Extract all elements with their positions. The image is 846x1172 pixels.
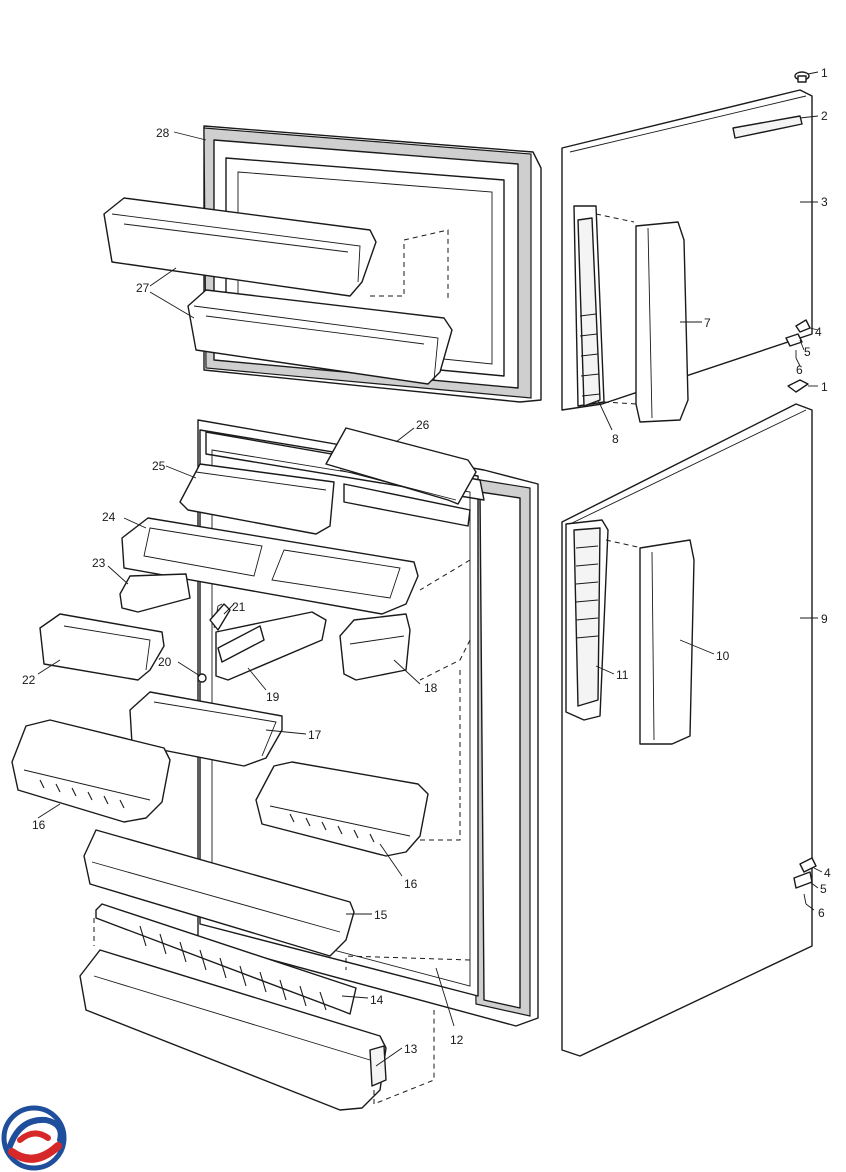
- callout-11: 11: [616, 668, 629, 682]
- callout-10: 10: [716, 649, 730, 663]
- freezer-door-handle: [635, 221, 689, 423]
- callout-3: 3: [821, 195, 828, 209]
- door-bin-long: [83, 829, 355, 957]
- callout-17: 17: [308, 728, 322, 742]
- callout-5-bottom: 5: [820, 882, 827, 896]
- bin-retainer-bar: [95, 903, 357, 1015]
- small-bin-bracket: [119, 573, 191, 613]
- callout-18: 18: [424, 681, 438, 695]
- dairy-compartment-door: [325, 427, 477, 527]
- callout-4-bottom: 4: [824, 866, 831, 880]
- callout-25: 25: [152, 459, 166, 473]
- sliding-shelf-assembly: [197, 603, 327, 683]
- callout-4-top: 4: [815, 325, 822, 339]
- fresh-food-door-handle: [639, 539, 695, 745]
- callout-1-top: 1: [821, 66, 828, 80]
- callout-16-right: 16: [404, 877, 418, 891]
- callout-21: 21: [232, 600, 246, 614]
- callout-27: 27: [136, 281, 150, 295]
- callout-20: 20: [158, 655, 172, 669]
- brand-swirl-icon: [1, 1105, 67, 1171]
- callout-labels: 1 2 3 4 5 6 7 8 1 9 10 11 4 5 6 12 13 14…: [22, 66, 831, 1056]
- door-bin-large-left: [11, 719, 171, 823]
- fresh-food-handle-trim: [573, 527, 601, 707]
- fresh-food-hinge-cap: [787, 379, 809, 393]
- callout-12: 12: [450, 1033, 464, 1047]
- callout-5-top: 5: [804, 345, 811, 359]
- callout-8: 8: [612, 432, 619, 446]
- door-bin-large-right: [255, 761, 429, 857]
- callout-26: 26: [416, 418, 430, 432]
- door-bin-bottom: [79, 918, 435, 1111]
- callout-leaders: [37, 71, 823, 1067]
- callout-7: 7: [704, 316, 711, 330]
- callout-6-bottom: 6: [818, 906, 825, 920]
- callout-9: 9: [821, 612, 828, 626]
- dairy-bin: [179, 463, 335, 535]
- callout-14: 14: [370, 993, 384, 1007]
- freezer-door-bin-upper: [103, 197, 377, 297]
- callout-15: 15: [374, 908, 388, 922]
- callout-22: 22: [22, 673, 36, 687]
- small-utility-bin: [39, 613, 165, 681]
- door-bin-small-right: [339, 613, 411, 681]
- freezer-handle-trim: [577, 217, 601, 407]
- freezer-door-bin-lower: [187, 289, 453, 385]
- callout-24: 24: [102, 510, 116, 524]
- fresh-food-hinge-bushing: [793, 857, 817, 905]
- callout-1-bottom: 1: [821, 380, 828, 394]
- callout-23: 23: [92, 556, 106, 570]
- callout-2: 2: [821, 109, 828, 123]
- callout-28: 28: [156, 126, 170, 140]
- freezer-hinge-bushing: [785, 319, 811, 358]
- callout-6-top: 6: [796, 363, 803, 377]
- callout-16-left: 16: [32, 818, 46, 832]
- callout-19: 19: [266, 690, 280, 704]
- callout-13: 13: [404, 1042, 418, 1056]
- freezer-hinge-cap: [794, 71, 810, 83]
